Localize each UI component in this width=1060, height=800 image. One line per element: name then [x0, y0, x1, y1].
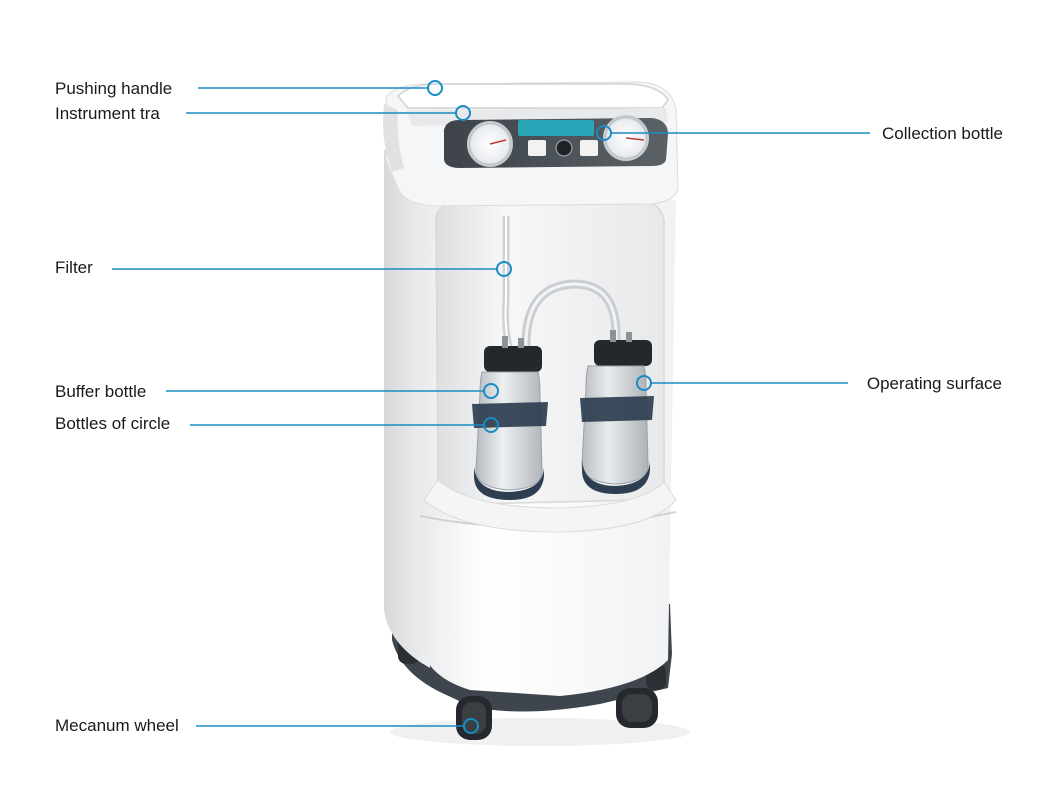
pushing-handle-label: Pushing handle: [55, 79, 173, 98]
operating-surface-label: Operating surface: [866, 374, 1002, 393]
pushing-handle-shape: [396, 83, 669, 109]
panel-accent-strip: [518, 120, 594, 136]
mecanum-wheel-marker: [463, 718, 479, 734]
mecanum-wheel-label: Mecanum wheel: [55, 716, 179, 735]
gauge-needle-left: [489, 139, 507, 145]
collection-bottle-marker: [596, 125, 612, 141]
side-handle: [383, 104, 404, 172]
pushing-handle-marker: [427, 80, 443, 96]
body-side: [384, 150, 430, 668]
instrument-tray-label: Instrument tra: [55, 104, 160, 123]
bottle-shelf: [423, 479, 677, 533]
bottles-of-circle-marker: [483, 417, 499, 433]
filter-label: Filter: [55, 258, 93, 277]
operating-surface-marker: [636, 375, 652, 391]
connecting-hose-highlight: [524, 282, 618, 351]
switch-right: [580, 140, 598, 156]
collection-bottle-label: Collection bottle: [882, 124, 1003, 143]
gauge-needle-right: [625, 137, 645, 141]
filter-tube-highlight: [504, 216, 511, 351]
switch-left: [528, 140, 546, 156]
wheel-front-right: [616, 688, 658, 728]
bottles-of-circle-label: Bottles of circle: [55, 414, 171, 433]
control-knob: [555, 139, 573, 157]
instrument-tray-marker: [455, 105, 471, 121]
buffer-bottle-label: Buffer bottle: [55, 382, 147, 401]
callout-lines: [112, 80, 870, 734]
buffer-bottle-jar: [472, 336, 548, 500]
collection-jar: [580, 330, 654, 494]
buffer-bottle-marker: [483, 383, 499, 399]
filter-marker: [496, 261, 512, 277]
